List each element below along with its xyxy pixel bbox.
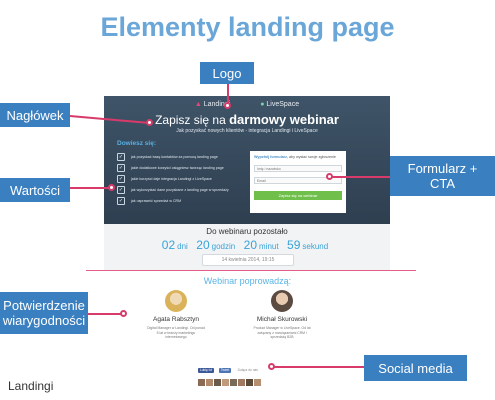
avatar — [246, 379, 253, 386]
check-icon: ✓ — [117, 152, 125, 161]
avatar — [238, 379, 245, 386]
values-list: ✓ jak pozyskać bazę kontaktów za pomocą l… — [117, 151, 267, 206]
connector-dot — [268, 363, 275, 370]
connector-potwierdzenie — [88, 313, 124, 315]
host-description: Product Manager w LiveSpace. Od lat zwią… — [253, 326, 311, 339]
countdown-date: 14 kwietnia 2014, 19:15 — [202, 254, 294, 266]
headline-bold: darmowy webinar — [229, 112, 339, 127]
cta-button[interactable]: Zapisz się na webinar — [254, 191, 342, 200]
connector-dot — [146, 119, 153, 126]
livespace-logo: LiveSpace — [260, 101, 299, 108]
social-widget: Lubię to! Tweet Dołącz do nas — [198, 358, 264, 386]
connector-logo — [227, 82, 229, 104]
section-divider — [86, 270, 416, 271]
landing-hero: Landingi LiveSpace Zapisz się na darmowy… — [104, 96, 390, 224]
avatar — [222, 379, 229, 386]
value-item: ✓ jak pozyskać bazę kontaktów za pomocą l… — [117, 151, 267, 162]
countdown-days: 02 — [161, 238, 176, 252]
avatar — [198, 379, 205, 386]
connector-dot — [120, 310, 127, 317]
countdown-hours: 20 — [196, 238, 210, 252]
countdown-seconds: 59 — [287, 238, 301, 252]
name-field[interactable]: Imię i nazwisko — [254, 165, 342, 172]
check-icon: ✓ — [117, 196, 125, 205]
form-header-bold: Wypełnij formularz, — [254, 155, 288, 159]
value-text: jak pozyskać bazę kontaktów za pomocą la… — [131, 154, 218, 159]
host-name: Michał Skurowski — [256, 316, 308, 323]
check-icon: ✓ — [117, 185, 125, 194]
connector-dot — [326, 173, 333, 180]
connector-dot — [224, 102, 231, 109]
value-item: ✓ jak wykorzystać dane pozyskane z landin… — [117, 184, 267, 195]
signup-form: Wypełnij formularz, aby wysłać swoje zgł… — [250, 151, 346, 213]
form-header: Wypełnij formularz, aby wysłać swoje zgł… — [254, 155, 344, 159]
avatar — [271, 290, 293, 312]
callout-potwierdzenie: Potwierdzenie wiarygodności — [0, 292, 88, 334]
value-text: jak usprawnić sprzedaż w CRM — [131, 198, 182, 203]
host-card: Michał Skurowski Product Manager w LiveS… — [252, 290, 312, 340]
social-faces — [198, 379, 264, 386]
callout-formularz: Formularz + CTA — [390, 156, 495, 196]
value-item: ✓ jak usprawnić sprzedaż w CRM — [117, 195, 267, 206]
countdown-minutes: 20 — [243, 238, 258, 252]
hosts-title: Webinar poprowadzą: — [203, 276, 292, 286]
tweet-button[interactable]: Tweet — [218, 368, 232, 373]
values-title: Dowiesz się: — [117, 140, 157, 147]
value-text: jakie korzyści daje integracja Landingi … — [131, 176, 212, 181]
connector-social — [272, 366, 364, 368]
brand-logo: Landingi — [8, 379, 54, 393]
host-name: Agata Rabsztyn — [153, 316, 199, 323]
value-text: jak wykorzystać dane pozyskane z landing… — [131, 187, 229, 192]
value-item: ✓ jakie dodatkowe korzyści osiągniesz two… — [117, 162, 267, 173]
countdown-title: Do webinaru pozostało — [206, 227, 288, 236]
connector-wartosci — [70, 187, 112, 189]
avatar — [214, 379, 221, 386]
check-icon: ✓ — [117, 163, 125, 172]
avatar — [230, 379, 237, 386]
landingi-logo: Landingi — [195, 101, 230, 108]
connector-formularz — [330, 176, 390, 178]
page-title: Elementy landing page — [100, 12, 395, 42]
form-header-rest: aby wysłać swoje zgłoszenie — [287, 155, 336, 159]
callout-naglowek: Nagłówek — [0, 103, 70, 127]
callout-social: Social media — [364, 355, 467, 381]
value-item: ✓ jakie korzyści daje integracja Landingi… — [117, 173, 267, 184]
headline-prefix: Zapisz się na — [155, 113, 230, 127]
host-card: Agata Rabsztyn Digital Manager w Landing… — [146, 290, 206, 340]
avatar — [254, 379, 261, 386]
countdown-days-unit: dni — [177, 242, 188, 251]
countdown-minutes-unit: minut — [259, 242, 279, 251]
hero-subheadline: Jak pozyskać nowych klientów - integracj… — [176, 128, 318, 134]
avatar — [206, 379, 213, 386]
connector-dot — [108, 184, 115, 191]
check-icon: ✓ — [117, 174, 125, 183]
email-field[interactable]: Email — [254, 177, 342, 184]
callout-wartosci: Wartości — [0, 178, 70, 202]
avatar — [165, 290, 187, 312]
facebook-like-button[interactable]: Lubię to! — [198, 368, 215, 373]
logo-bar: Landingi LiveSpace — [104, 101, 390, 108]
countdown-seconds-unit: sekund — [302, 242, 329, 251]
host-description: Digital Manager w Landingi. Od ponad 5 l… — [147, 326, 205, 339]
hero-headline: Zapisz się na darmowy webinar — [104, 112, 390, 127]
social-text: Dołącz do nas — [237, 368, 258, 372]
value-text: jakie dodatkowe korzyści osiągniesz twor… — [131, 165, 224, 170]
callout-logo: Logo — [200, 62, 254, 84]
countdown-hours-unit: godzin — [211, 242, 236, 251]
